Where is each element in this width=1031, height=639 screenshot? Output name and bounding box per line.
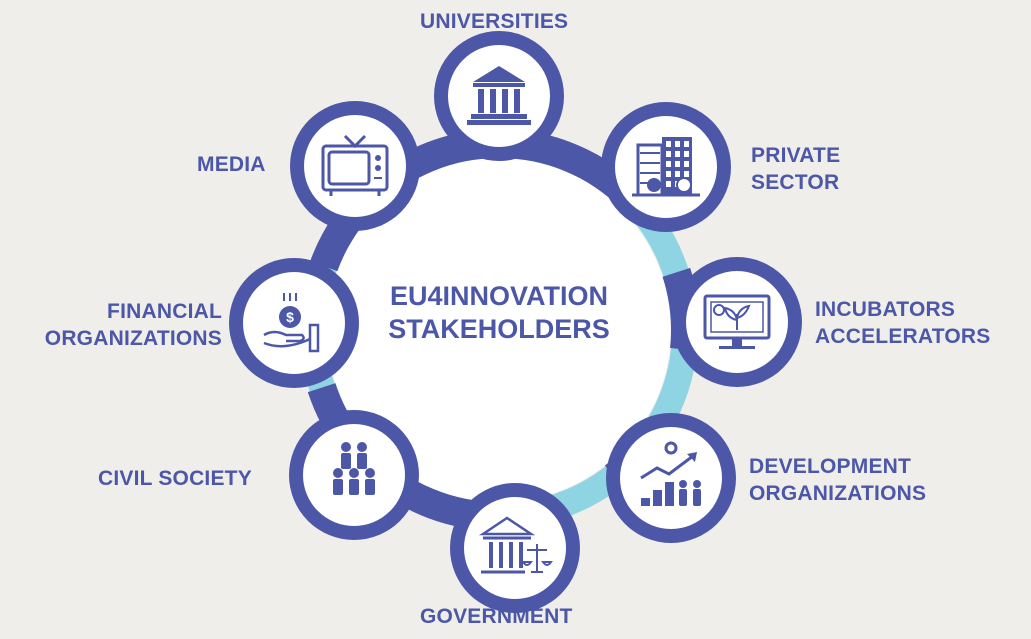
television-icon (321, 134, 389, 196)
node-development (606, 413, 736, 543)
center-disc (327, 158, 671, 502)
label-incubators-line1: INCUBATORS (815, 298, 956, 321)
university-building-icon (467, 66, 531, 125)
label-media-line1: MEDIA (197, 153, 266, 176)
center-title: EU4INNOVATION STAKEHOLDERS (330, 280, 668, 346)
center-title-line1: EU4INNOVATION (389, 281, 609, 311)
label-media: MEDIA (197, 151, 266, 178)
label-private-sector-line2: SECTOR (751, 171, 840, 194)
label-development-line1: DEVELOPMENT (749, 455, 912, 478)
node-face (448, 45, 550, 147)
node-universities (434, 31, 564, 161)
node-face (464, 497, 566, 599)
office-buildings-icon (632, 137, 700, 197)
label-incubators-line2: ACCELERATORS (815, 325, 991, 348)
label-private-sector: PRIVATE SECTOR (751, 142, 840, 196)
node-financial: $ (229, 258, 359, 388)
hand-coin-icon: $ (263, 293, 320, 353)
label-government-line1: GOVERNMENT (420, 605, 573, 628)
people-group-icon (333, 442, 375, 495)
label-civil-society: CIVIL SOCIETY (98, 465, 252, 492)
node-media (290, 101, 420, 231)
label-private-sector-line1: PRIVATE (751, 144, 841, 167)
label-universities-line1: UNIVERSITIES (420, 10, 569, 33)
label-development-line2: ORGANIZATIONS (749, 482, 927, 505)
label-financial-line1: FINANCIAL (107, 300, 222, 323)
icon-nodes: $ (229, 31, 802, 613)
node-government (450, 483, 580, 613)
courthouse-scales-icon (478, 516, 553, 574)
svg-text:$: $ (286, 309, 294, 325)
node-incubators (672, 257, 802, 387)
plant-monitor-icon (703, 294, 771, 349)
label-financial-line2: ORGANIZATIONS (44, 327, 222, 350)
label-incubators: INCUBATORS ACCELERATORS (815, 296, 990, 350)
growth-chart-icon (640, 441, 701, 506)
label-financial: FINANCIAL ORGANIZATIONS (20, 298, 222, 352)
label-universities: UNIVERSITIES (420, 8, 568, 35)
center-title-line2: STAKEHOLDERS (388, 314, 610, 344)
label-civil-society-line1: CIVIL SOCIETY (98, 467, 252, 490)
label-government: GOVERNMENT (420, 603, 573, 630)
node-face (304, 115, 406, 217)
node-private-sector (601, 102, 731, 232)
label-development: DEVELOPMENT ORGANIZATIONS (749, 453, 926, 507)
node-civil-society (289, 410, 419, 540)
